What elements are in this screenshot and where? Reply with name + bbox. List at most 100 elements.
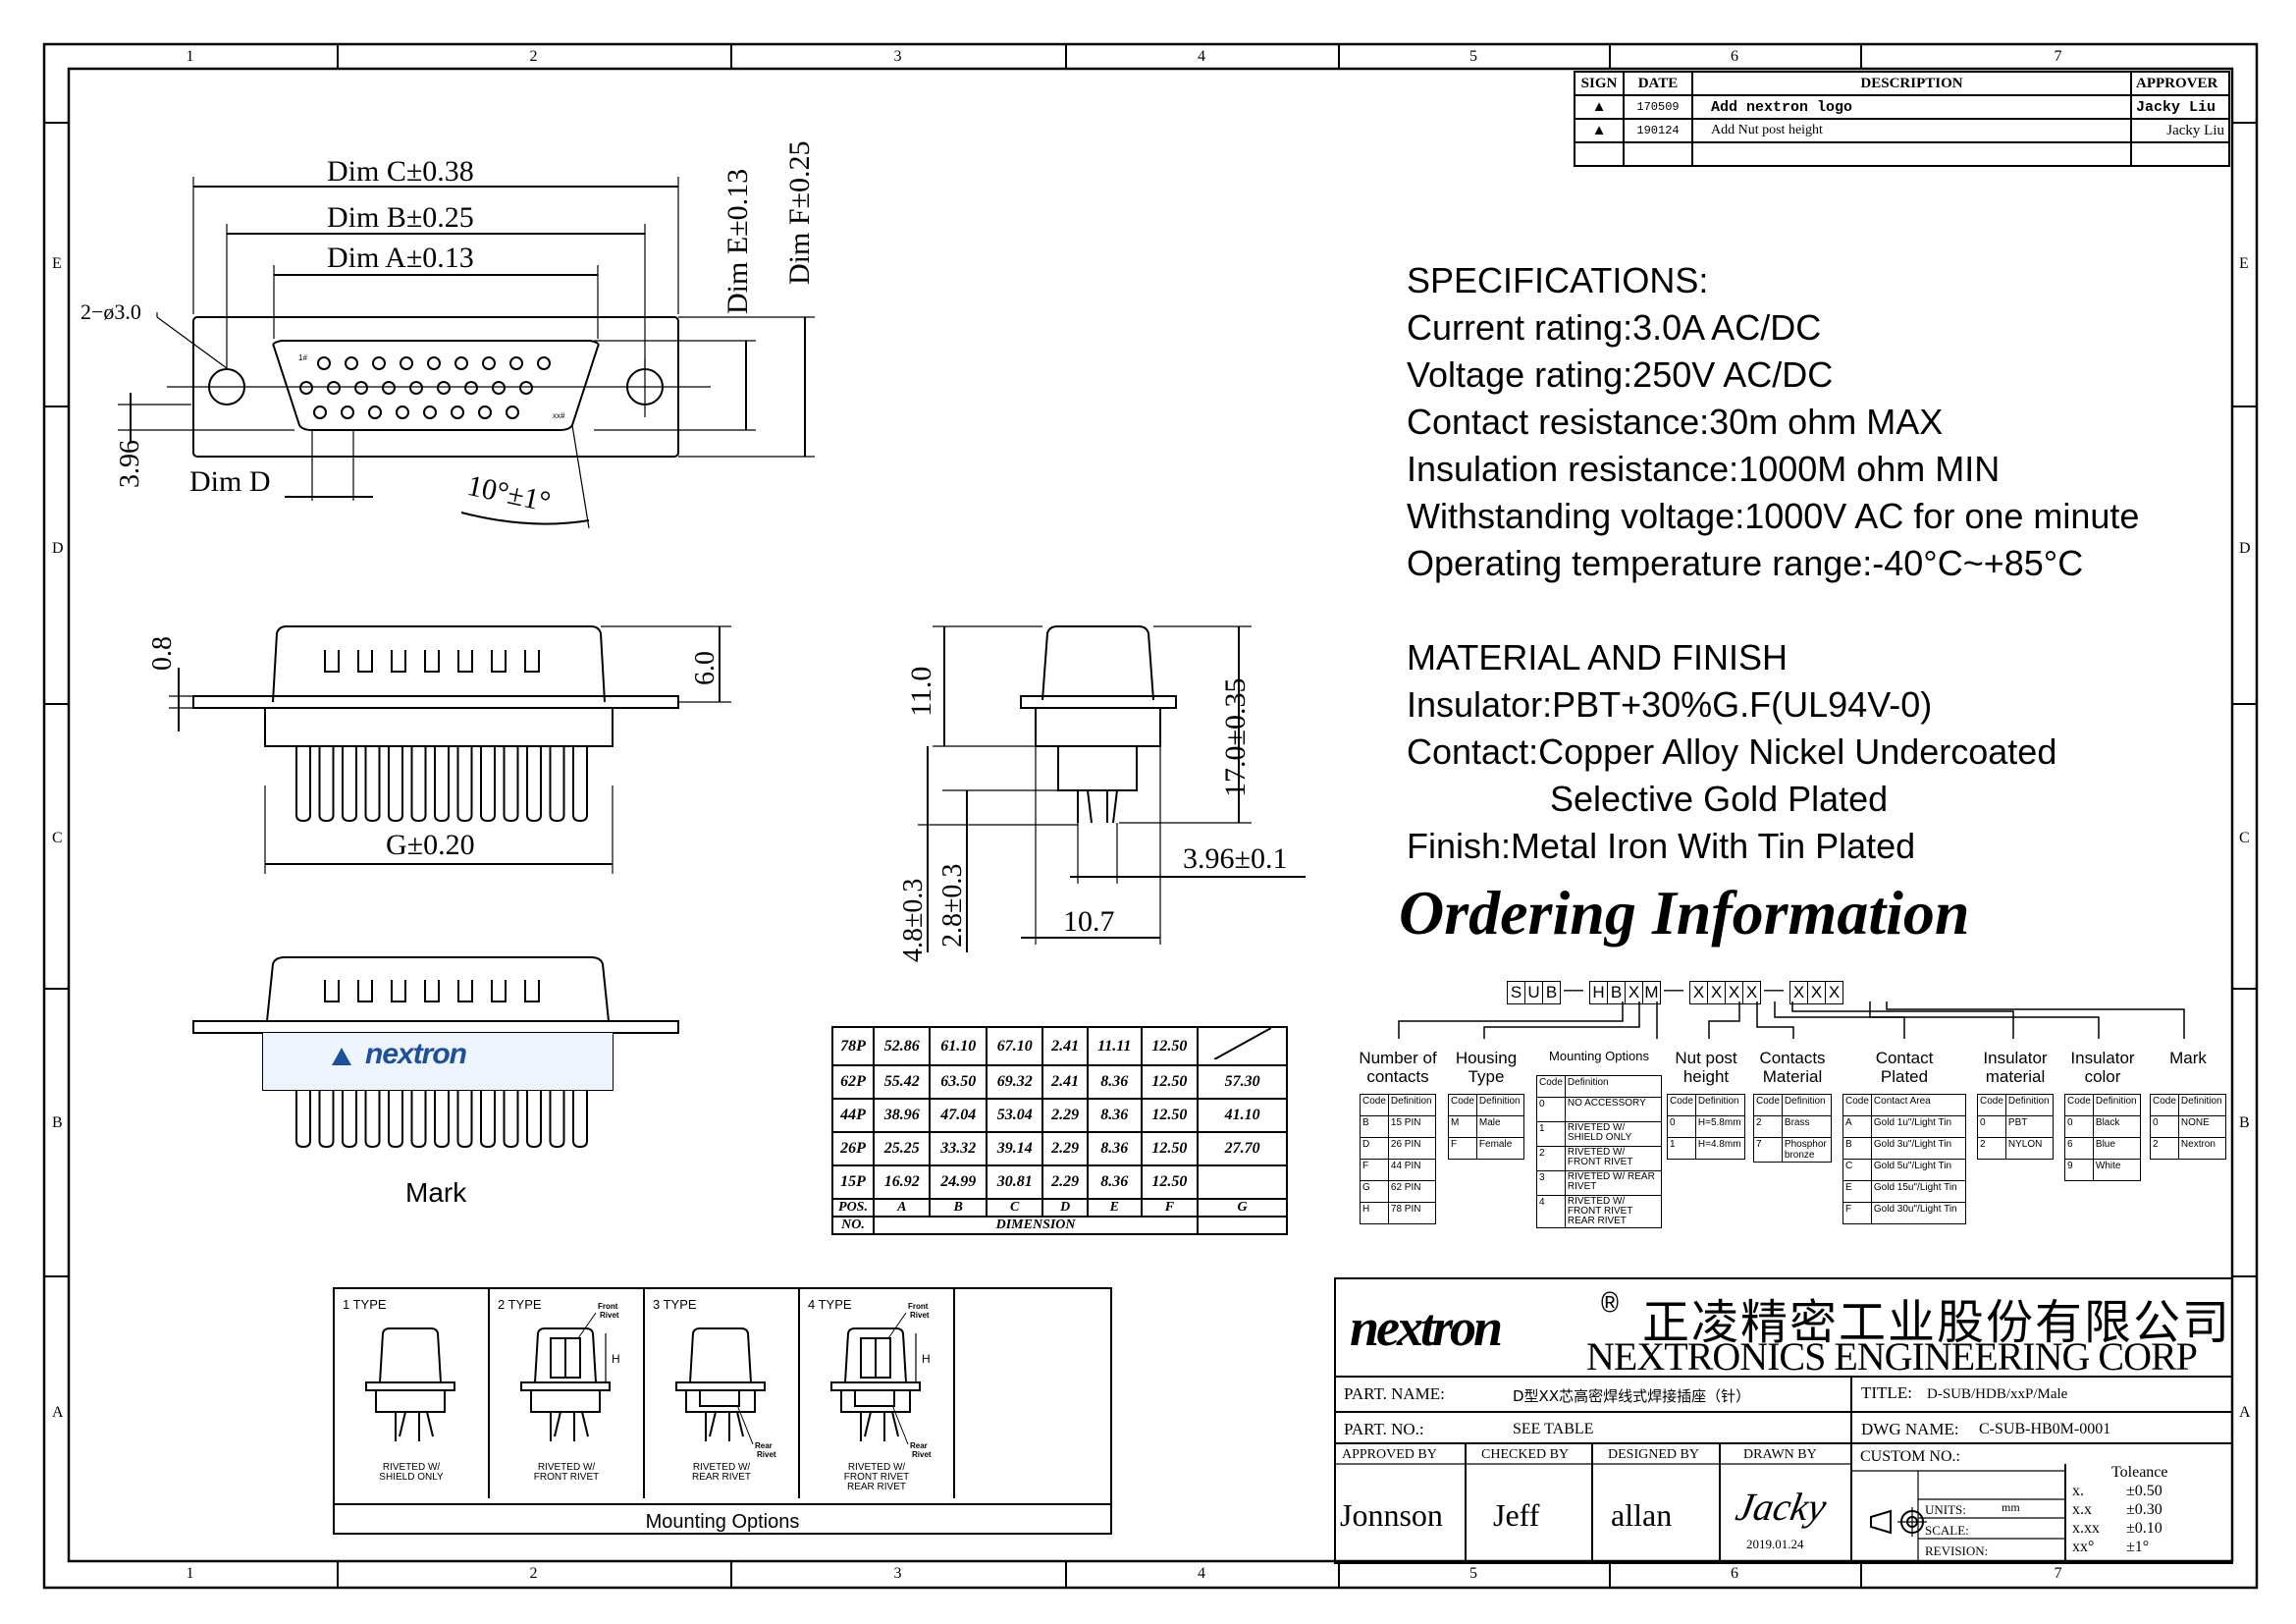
tolerance-key: xx° [2072, 1539, 2095, 1555]
company-name-en: NEXTRONICS ENGINEERING CORP [1586, 1334, 2198, 1379]
units-label: UNITS: [1925, 1502, 1966, 1517]
dimension-pos: 62P [831, 1064, 875, 1100]
ordering-group-label-line: material [1985, 1067, 2046, 1086]
pin-hole [464, 381, 478, 395]
code-table-cell: D [1360, 1137, 1389, 1160]
code-table-cell: 26 PIN [1387, 1137, 1437, 1160]
mark-logo: nextron [332, 1038, 528, 1071]
front-rivet-label: Front [598, 1302, 618, 1311]
dimension-value: 2.41 [1041, 1026, 1089, 1066]
title-block: nextron ® 正凌精密工业股份有限公司 NEXTRONICS ENGINE… [1334, 1277, 2233, 1564]
zone-row-label: E [2239, 255, 2249, 272]
code-table-header: Code [2064, 1094, 2094, 1116]
code-table-header: Code [1667, 1094, 1696, 1116]
dimension-pos: 44P [831, 1098, 875, 1133]
mounting-caption-line: REAR RIVET [846, 1482, 906, 1492]
height-11-label: 11.0 [905, 666, 937, 717]
pin-hole [537, 356, 551, 370]
rev-sign-cell: ▲ [1574, 118, 1625, 143]
dimension-value: 12.50 [1140, 1064, 1200, 1100]
contact-pin [549, 1090, 565, 1149]
code-table-cell: 2 [1753, 1115, 1783, 1138]
rev-header-sign: SIGN [1574, 71, 1625, 96]
rear-rivet-label: Rear [910, 1441, 928, 1450]
pin-hole [341, 406, 354, 419]
slot [391, 650, 406, 673]
mounting-type-caption: RIVETED W/REAR RIVET [645, 1463, 798, 1483]
rev-empty [1623, 141, 1693, 167]
code-box: M [1642, 981, 1661, 1004]
code-table-header: Contact Area [1870, 1094, 1967, 1116]
dimension-value: 25.25 [872, 1131, 932, 1166]
code-box: X [1689, 981, 1708, 1004]
spec-line: Voltage rating:250V AC/DC [1407, 354, 1834, 395]
dim-f-label: Dim F±0.25 [783, 140, 816, 285]
code-separator: — [1664, 979, 1683, 1001]
mounting-type-title: 1 TYPE [343, 1297, 387, 1312]
code-table-cell: RIVETED W/ REAR RIVET [1564, 1170, 1663, 1196]
code-table-cell: E [1842, 1180, 1872, 1203]
code-table-cell: Gold 3u"/Light Tin [1870, 1137, 1967, 1160]
slot [424, 980, 440, 1002]
code-box: X [1625, 981, 1643, 1004]
code-box: X [1725, 981, 1743, 1004]
code-table-cell: NO ACCESSORY [1564, 1097, 1663, 1122]
code-table-cell: RIVETED W/ FRONT RIVET REAR RIVET [1564, 1195, 1663, 1228]
spec-heading: SPECIFICATIONS: [1407, 260, 1709, 300]
dimension-letter: E [1086, 1198, 1143, 1218]
code-table-cell: 1 [1536, 1121, 1566, 1147]
mounting-caption-line: RIVETED W/ [537, 1462, 596, 1473]
code-table-cell: 0 [2064, 1115, 2094, 1138]
material-line: Insulator:PBT+30%G.F(UL94V-0) [1407, 684, 1933, 725]
scale-label: SCALE: [1925, 1523, 1969, 1538]
code-table-cell: A [1842, 1115, 1872, 1138]
code-table-cell: 0 [1977, 1115, 2006, 1138]
contact-pin [434, 1090, 450, 1149]
code-box: X [1742, 981, 1761, 1004]
code-box: X [1807, 981, 1826, 1004]
slot [491, 650, 507, 673]
material-line: Selective Gold Plated [1550, 779, 1889, 819]
contact-pin [295, 746, 311, 823]
slot [357, 980, 373, 1002]
code-table-header: Definition [2177, 1094, 2227, 1116]
dimension-value: 53.04 [985, 1098, 1044, 1133]
zone-row-label: E [52, 255, 62, 272]
pin-hole [400, 356, 413, 370]
spec-line: Current rating:3.0A AC/DC [1407, 307, 1822, 348]
code-table-cell: 2 [2150, 1137, 2179, 1160]
revision-triangle-icon: ▲ [1591, 122, 1607, 138]
dimension-value: 27.70 [1197, 1131, 1288, 1166]
zone-row-label: A [52, 1404, 64, 1421]
dimension-value: 12.50 [1140, 1131, 1200, 1166]
projection-symbol-icon [1870, 1507, 1927, 1537]
dimension-value: 11.11 [1086, 1026, 1143, 1066]
pin-hole [382, 381, 396, 395]
units-value: mm [2002, 1500, 2020, 1514]
dimension-value: 52.86 [872, 1026, 932, 1066]
pin-hole [509, 356, 523, 370]
pin-hole [299, 381, 313, 395]
code-table-cell: 15 PIN [1387, 1115, 1437, 1138]
dimension-letter: C [985, 1198, 1044, 1218]
tolerance-key: x.x [2072, 1501, 2092, 1518]
tolerance-value: ±0.30 [2126, 1501, 2163, 1518]
contact-pin [480, 1090, 496, 1149]
dimension-letter: F [1140, 1198, 1200, 1218]
code-separator: — [1564, 979, 1583, 1001]
part-name-value: D型XX芯高密焊线式焊接插座（针） [1513, 1387, 1751, 1405]
dimension-value: 61.10 [929, 1026, 988, 1066]
code-table-cell: Female [1475, 1137, 1525, 1160]
code-box: S [1507, 981, 1525, 1004]
